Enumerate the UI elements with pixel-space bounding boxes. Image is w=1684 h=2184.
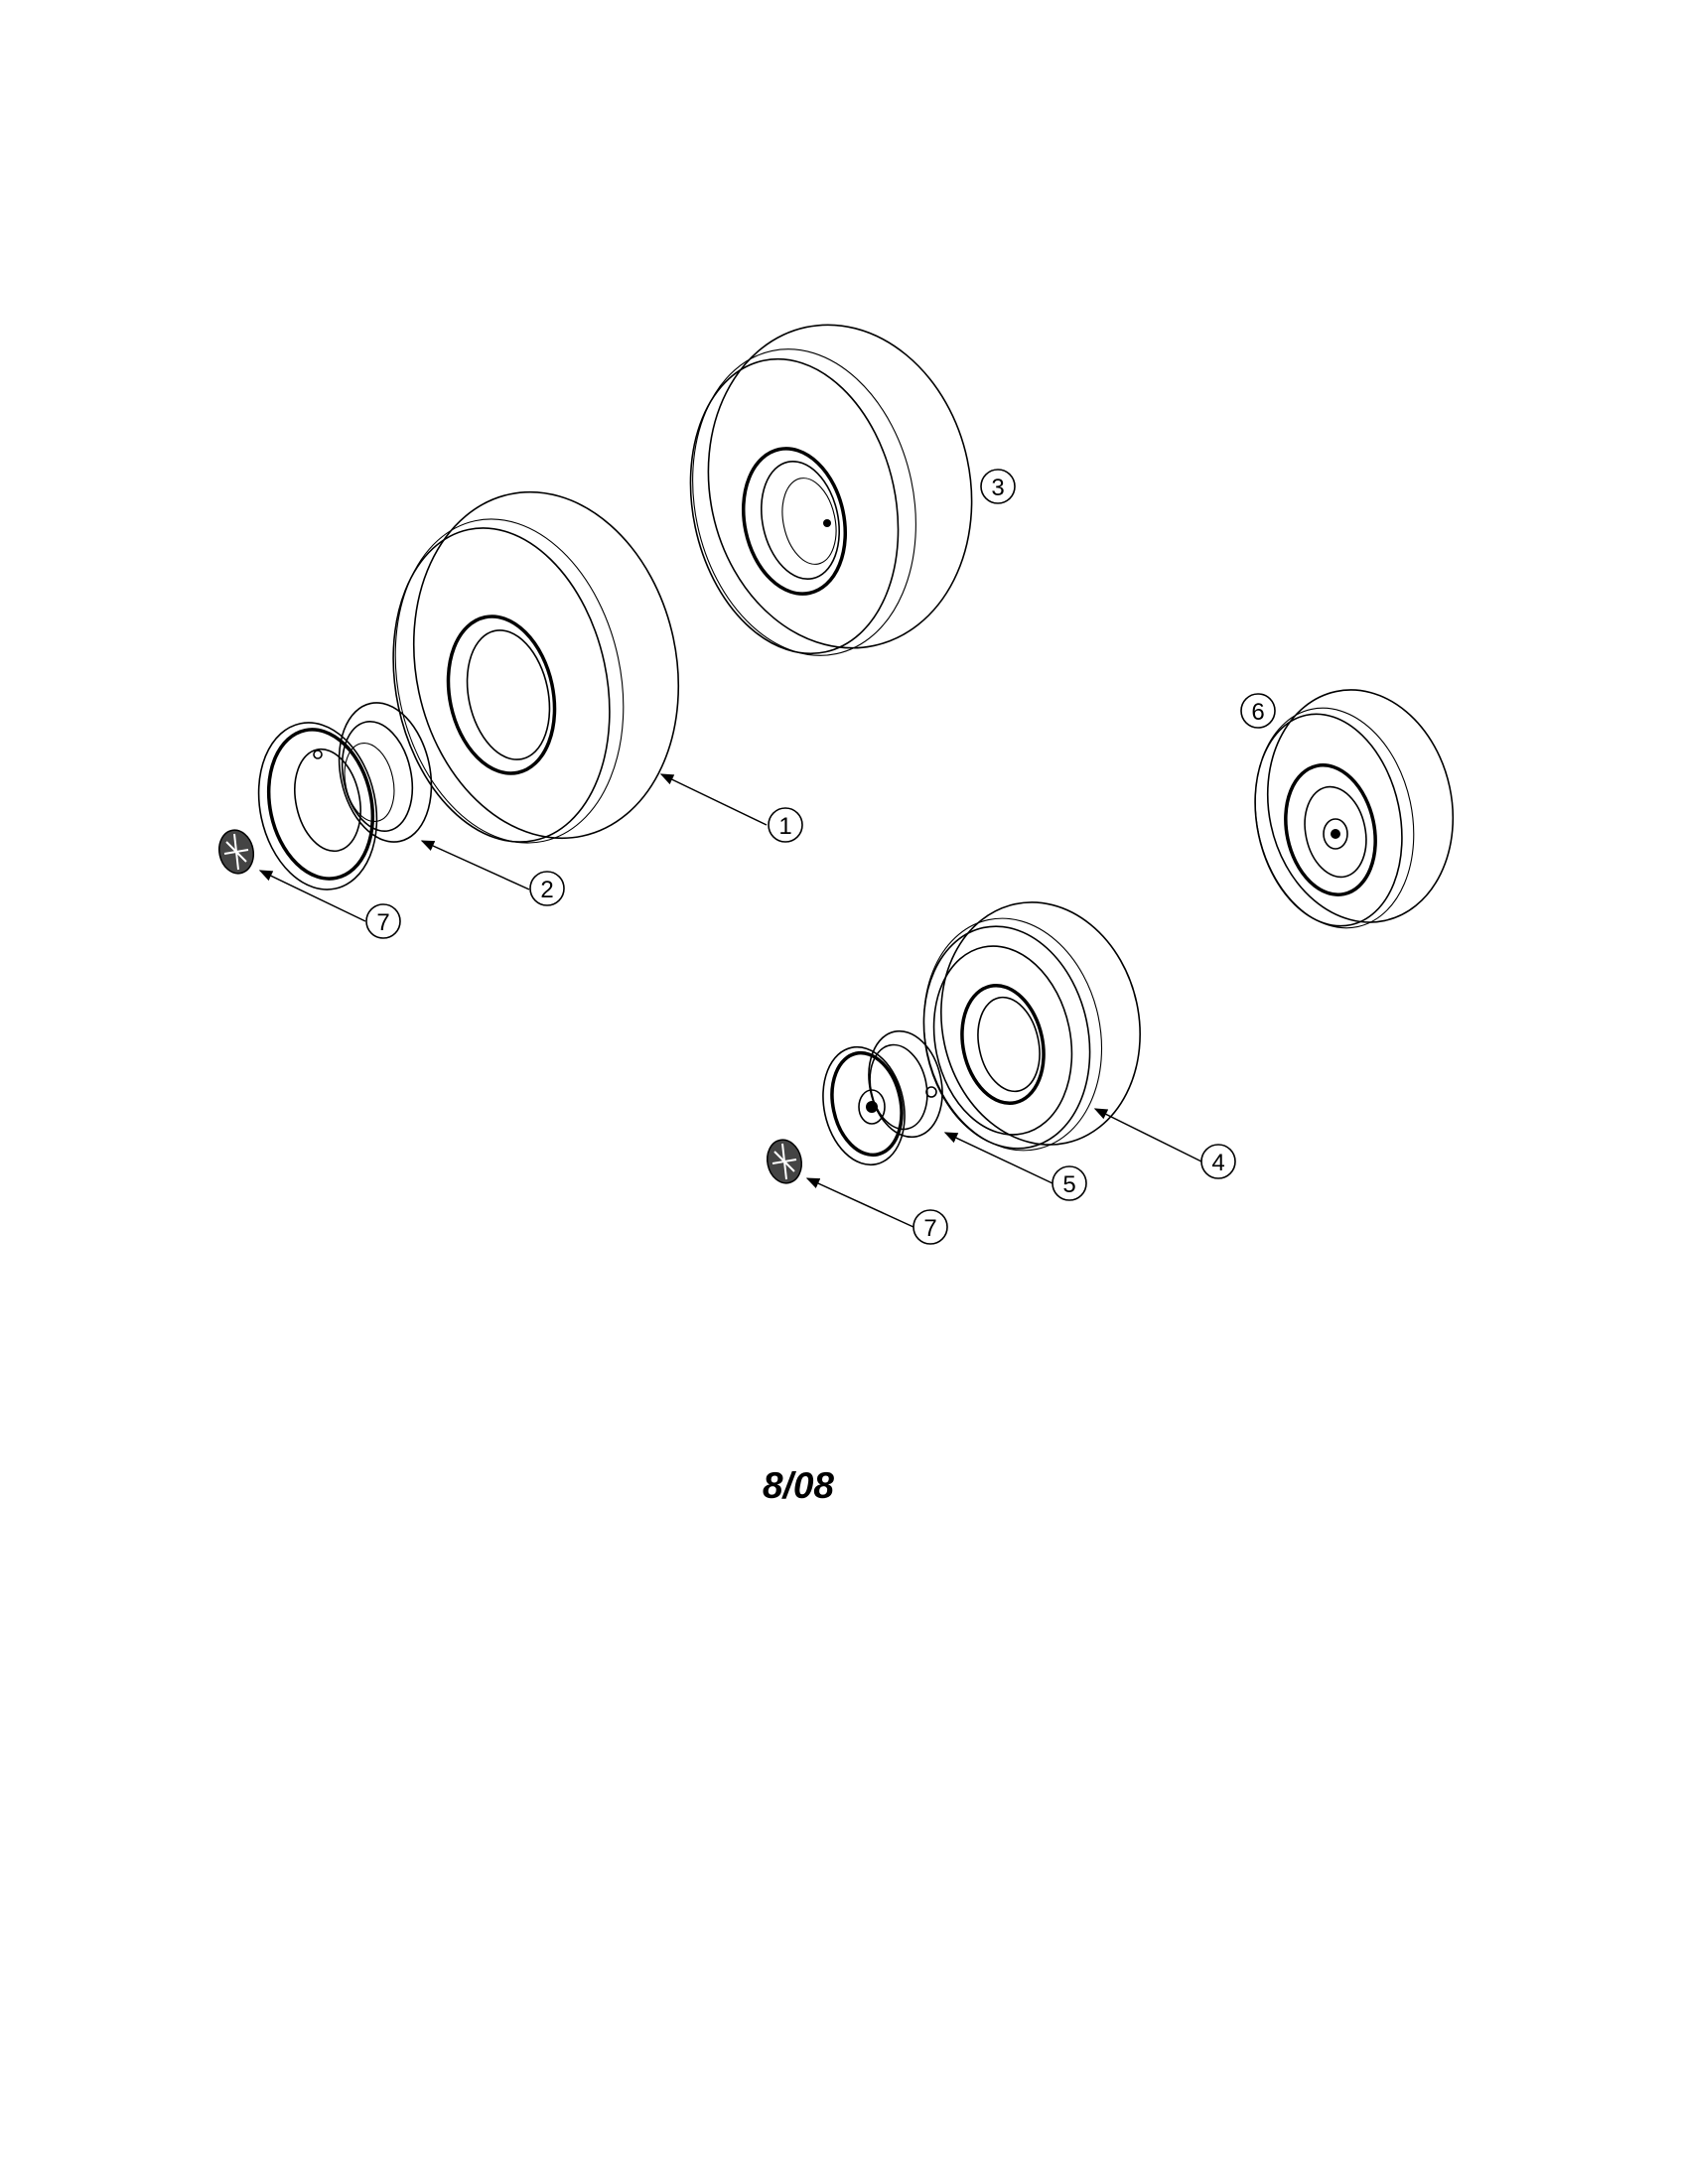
tire-4 bbox=[922, 901, 1141, 1152]
callout-6-label: 6 bbox=[1251, 699, 1264, 726]
lug-nut-7-left bbox=[218, 829, 254, 875]
rim-5 bbox=[822, 1029, 943, 1166]
tire-6 bbox=[1254, 689, 1455, 929]
tire-1 bbox=[392, 490, 680, 844]
lug-nut-7-lower bbox=[767, 1139, 802, 1184]
callout-7-left-label: 7 bbox=[376, 909, 389, 936]
callout-4: 4 bbox=[1200, 1144, 1236, 1179]
leader-lines bbox=[258, 773, 1202, 1228]
callout-7-lower: 7 bbox=[912, 1209, 948, 1245]
callout-3-label: 3 bbox=[991, 475, 1004, 501]
revision-date: 8/08 bbox=[762, 1465, 834, 1506]
rim-2 bbox=[257, 702, 433, 890]
callout-6: 6 bbox=[1240, 693, 1276, 729]
callout-2: 2 bbox=[529, 871, 565, 906]
callout-2-label: 2 bbox=[540, 877, 553, 903]
callout-7-left: 7 bbox=[365, 903, 401, 939]
callout-5-label: 5 bbox=[1062, 1171, 1075, 1198]
leader-1 bbox=[659, 773, 768, 826]
leader-5 bbox=[943, 1132, 1053, 1184]
leader-2 bbox=[420, 840, 530, 890]
callout-4-label: 4 bbox=[1211, 1150, 1224, 1176]
callout-1: 1 bbox=[768, 807, 803, 843]
callout-7-lower-label: 7 bbox=[923, 1215, 936, 1242]
leader-4 bbox=[1093, 1108, 1202, 1162]
leader-7-lower bbox=[805, 1177, 914, 1228]
callout-5: 5 bbox=[1052, 1165, 1087, 1201]
tire-3 bbox=[689, 324, 973, 656]
callout-1-label: 1 bbox=[778, 813, 791, 840]
leader-7-left bbox=[258, 870, 366, 922]
callout-3: 3 bbox=[980, 469, 1016, 504]
